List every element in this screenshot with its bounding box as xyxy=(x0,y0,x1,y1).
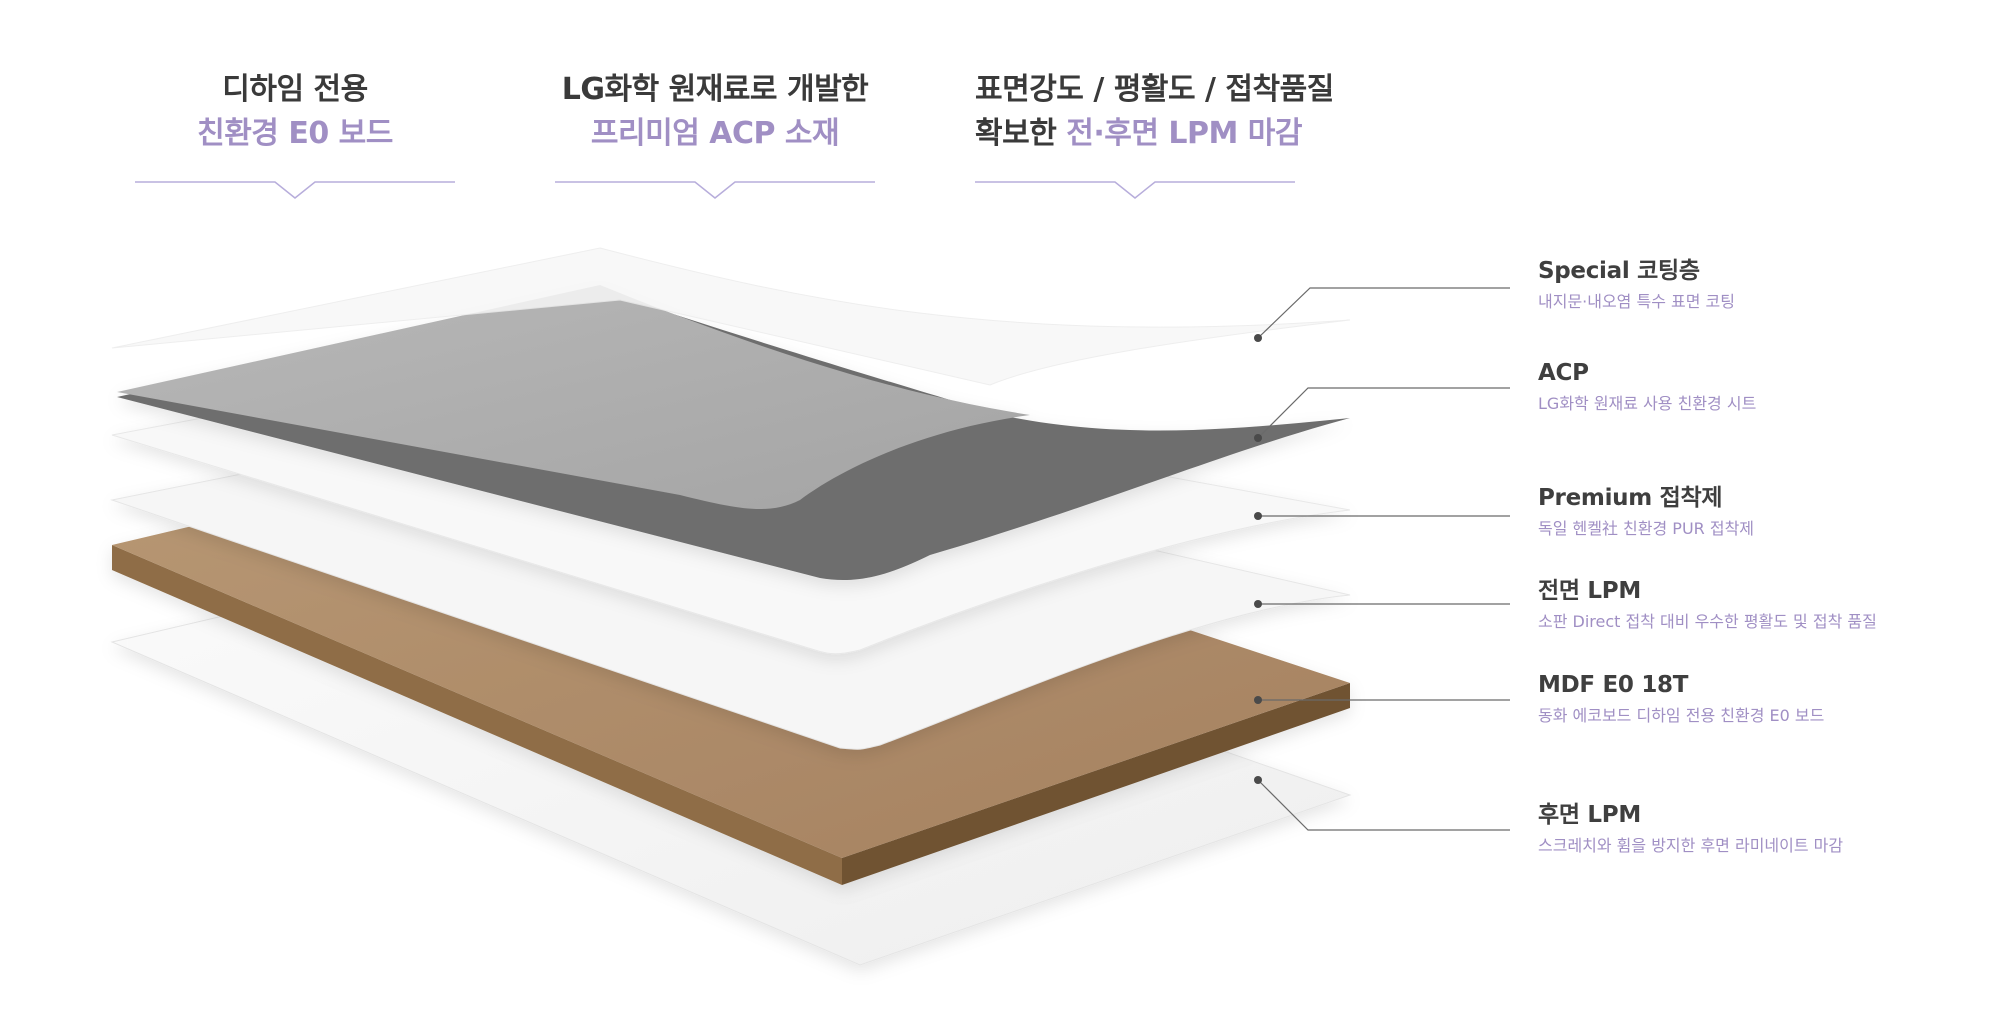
callout-desc: 스크레치와 휨을 방지한 후면 라미네이트 마감 xyxy=(1538,833,1978,859)
leader-dot-mdf-board xyxy=(1254,696,1262,704)
feature-line-2: 프리미엄 ACP 소재 xyxy=(555,112,875,156)
leader-dot-special-coating xyxy=(1254,334,1262,342)
chevron-divider-icon xyxy=(975,170,1295,200)
feature-line-2-prefix: 확보한 xyxy=(975,116,1066,151)
callout-name: Special 코팅층 xyxy=(1538,256,1978,286)
callout-mdf-board: MDF E0 18T 동화 에코보드 디하임 전용 친환경 E0 보드 xyxy=(1538,670,1978,729)
feature-line-1: 표면강도 / 평활도 / 접착품질 xyxy=(975,68,1295,112)
callout-name: MDF E0 18T xyxy=(1538,670,1978,700)
feature-eco-board: 디하임 전용 친환경 E0 보드 xyxy=(135,68,455,156)
callout-desc: 독일 헨켈社 친환경 PUR 접착제 xyxy=(1538,516,1978,542)
feature-line-1: 디하임 전용 xyxy=(135,68,455,112)
feature-line-2: 확보한 전·후면 LPM 마감 xyxy=(975,112,1295,156)
callout-premium-adhesive: Premium 접착제 독일 헨켈社 친환경 PUR 접착제 xyxy=(1538,483,1978,542)
leader-dot-premium-adhesive xyxy=(1254,512,1262,520)
callout-acp: ACP LG화학 원재료 사용 친환경 시트 xyxy=(1538,358,1978,417)
chevron-divider-icon xyxy=(135,170,455,200)
callout-name: 후면 LPM xyxy=(1538,800,1978,830)
callout-name: 전면 LPM xyxy=(1538,576,1978,606)
leader-line-special-coating xyxy=(1258,288,1510,338)
callout-back-lpm: 후면 LPM 스크레치와 휨을 방지한 후면 라미네이트 마감 xyxy=(1538,800,1978,859)
feature-line-2: 친환경 E0 보드 xyxy=(135,112,455,156)
feature-line-1: LG화학 원재료로 개발한 xyxy=(555,68,875,112)
feature-premium-acp: LG화학 원재료로 개발한 프리미엄 ACP 소재 xyxy=(555,68,875,156)
leader-dot-back-lpm xyxy=(1254,776,1262,784)
leader-lines xyxy=(1254,288,1510,830)
callout-special-coating: Special 코팅층 내지문·내오염 특수 표면 코팅 xyxy=(1538,256,1978,315)
feature-lpm-finish: 표면강도 / 평활도 / 접착품질 확보한 전·후면 LPM 마감 xyxy=(975,68,1295,156)
leader-dot-acp xyxy=(1254,434,1262,442)
callout-name: ACP xyxy=(1538,358,1978,388)
callout-name: Premium 접착제 xyxy=(1538,483,1978,513)
callout-desc: 내지문·내오염 특수 표면 코팅 xyxy=(1538,289,1978,315)
chevron-divider-icon xyxy=(555,170,875,200)
callout-desc: 동화 에코보드 디하임 전용 친환경 E0 보드 xyxy=(1538,703,1978,729)
callout-desc: LG화학 원재료 사용 친환경 시트 xyxy=(1538,391,1978,417)
callout-front-lpm: 전면 LPM 소판 Direct 접착 대비 우수한 평활도 및 접착 품질 xyxy=(1538,576,1978,635)
leader-dot-front-lpm xyxy=(1254,600,1262,608)
callout-desc: 소판 Direct 접착 대비 우수한 평활도 및 접착 품질 xyxy=(1538,609,1978,635)
feature-line-2-accent: 전·후면 LPM 마감 xyxy=(1066,116,1302,151)
